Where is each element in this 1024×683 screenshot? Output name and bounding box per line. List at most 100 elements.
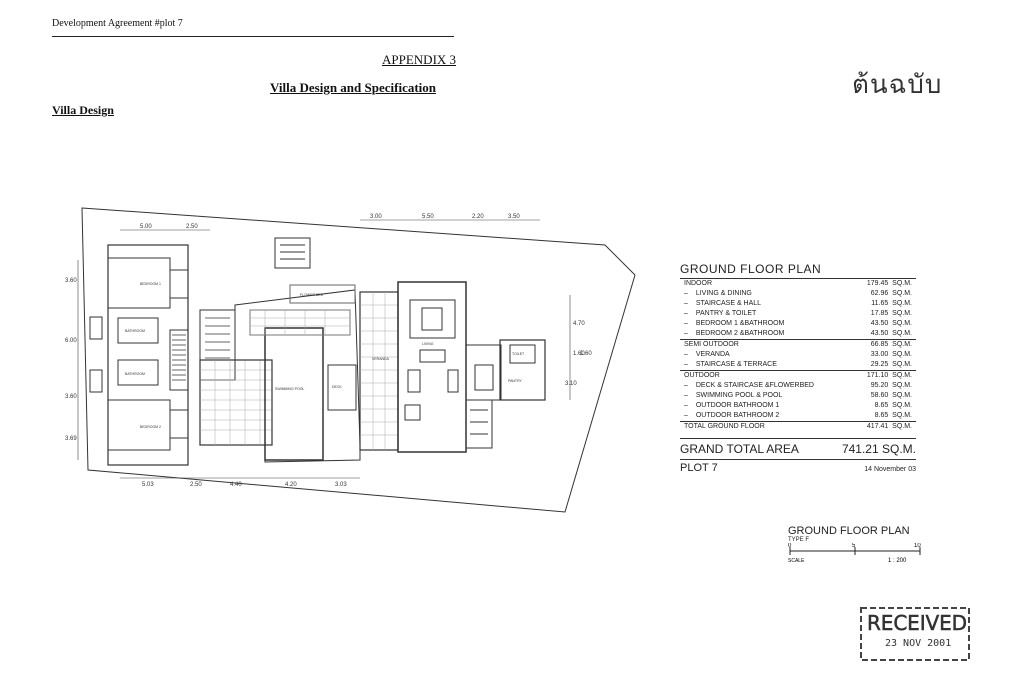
row-value: 171.10: [866, 372, 889, 379]
dim-bottom-3: 4.40: [230, 482, 242, 488]
grand-total: GRAND TOTAL AREA 741.21 SQ.M.: [680, 438, 916, 456]
dim-top-right-4: 3.50: [508, 214, 520, 220]
dim-bottom-2: 2.50: [190, 482, 202, 488]
area-item-unit: SQ.M.: [892, 300, 912, 307]
dim-left-4: 3.69: [65, 436, 77, 442]
row-value: 417.41: [866, 423, 889, 430]
label-veranda: VERANDA: [372, 357, 390, 361]
area-item-unit: SQ.M.: [892, 361, 912, 368]
area-item-value: 11.65: [871, 300, 889, 307]
dim-top-right-2: 5.50: [422, 214, 434, 220]
area-item-value: 33.00: [870, 351, 889, 358]
area-table: GROUND FLOOR PLAN INDOOR 179.45 SQ.M. – …: [680, 262, 916, 474]
dim-right-4: 3.10: [565, 381, 577, 387]
area-item-name: PANTRY & TOILET: [695, 310, 757, 317]
label-living: LIVING: [422, 342, 434, 346]
scale-ratio: 1 : 200: [888, 558, 907, 564]
row-value: 179.45: [866, 280, 889, 287]
dim-top-right-3: 2.20: [472, 214, 484, 220]
indoor-row: INDOOR 179.45 SQ.M.: [680, 278, 916, 289]
dim-right-3: 1.60: [580, 351, 592, 357]
area-item-value: 8.65: [874, 412, 889, 419]
area-item-unit: SQ.M.: [892, 320, 912, 327]
area-item-name: STAIRCASE & HALL: [695, 300, 762, 307]
area-item-name: LIVING & DINING: [695, 290, 752, 297]
label-pantry: PANTRY: [508, 379, 523, 383]
dim-right-2: 1.60: [573, 351, 585, 357]
legend-type: TYPE F: [788, 537, 810, 543]
scale-bar: 0 5 10 SCALE 1 : 200: [788, 543, 921, 564]
area-item-unit: SQ.M.: [892, 351, 912, 358]
area-item-name: DECK & STAIRCASE &FLOWERBED: [695, 382, 814, 389]
dim-bottom-1: 5.03: [142, 482, 154, 488]
dim-top-1: 5.00: [140, 224, 152, 230]
row-unit: SQ.M.: [892, 341, 912, 348]
dim-left-2: 6.00: [65, 338, 77, 344]
area-item-value: 95.20: [870, 382, 889, 389]
scale-tick-10: 10: [914, 543, 921, 549]
area-item-value: 8.65: [874, 402, 889, 409]
scale-tick-5: 5: [852, 543, 856, 549]
appendix-heading: APPENDIX 3: [382, 52, 457, 67]
area-item-value: 17.85: [870, 310, 889, 317]
header-rule: [52, 36, 454, 37]
area-item-unit: SQ.M.: [892, 290, 912, 297]
scale-tick-0: 0: [788, 543, 792, 549]
outdoor-row: OUTDOOR 171.10 SQ.M.: [680, 370, 916, 381]
area-item-value: 58.60: [870, 392, 889, 399]
stamp-word: RECEIVED: [867, 611, 967, 635]
label-bedroom-1: BEDROOM 1: [140, 282, 161, 286]
dim-bottom-4: 4.20: [285, 482, 297, 488]
total-row: TOTAL GROUND FLOOR 417.41 SQ.M.: [680, 421, 916, 432]
veranda: [359, 291, 399, 451]
main-deck: [234, 289, 361, 463]
area-item-unit: SQ.M.: [892, 310, 912, 317]
dim-bottom-5: 3.03: [335, 482, 347, 488]
plot-row: PLOT 7 14 November 03: [680, 459, 916, 474]
deck-left: [199, 359, 273, 446]
row-unit: SQ.M.: [892, 423, 912, 430]
grand-total-value: 741.21: [841, 442, 879, 456]
dim-left-3: 3.60: [65, 394, 77, 400]
legend-title: GROUND FLOOR PLAN: [788, 525, 910, 537]
stamp-date: 23 NOV 2001: [885, 638, 951, 649]
running-title: Development Agreement #plot 7: [52, 18, 183, 29]
swimming-pool: [264, 327, 324, 461]
dim-top-right-1: 3.00: [370, 214, 382, 220]
area-item-name: VERANDA: [695, 351, 730, 358]
row-label: OUTDOOR: [684, 372, 720, 379]
label-bathroom-2: BATHROOM: [125, 372, 145, 376]
area-item-name: OUTDOOR BATHROOM 1: [695, 402, 780, 409]
label-toilet: TOILET: [512, 352, 525, 356]
row-label: INDOOR: [684, 280, 712, 287]
original-stamp: ต้นฉบับ: [852, 70, 943, 100]
section-heading: Villa Design: [52, 103, 114, 117]
row-value: 66.85: [870, 341, 889, 348]
document-subtitle: Villa Design and Specification: [270, 80, 437, 95]
row-label: SEMI OUTDOOR: [684, 341, 739, 348]
dim-left-1: 3.60: [65, 278, 77, 284]
row-label: TOTAL GROUND FLOOR: [684, 423, 765, 430]
plan-legend: GROUND FLOOR PLAN TYPE F 0 5 10 SCALE 1 …: [788, 525, 928, 568]
semi-outdoor-row: SEMI OUTDOOR 66.85 SQ.M.: [680, 339, 916, 350]
site-boundary: [81, 207, 636, 513]
plan-date: 14 November 03: [864, 466, 916, 473]
area-item-name: BEDROOM 1 &BATHROOM: [695, 320, 785, 327]
label-deck: DECK: [332, 385, 342, 389]
area-item-unit: SQ.M.: [892, 392, 912, 399]
floor-plan-drawing: 5.00 2.50 3.00 5.50 2.20 3.50 5.03 2.50 …: [65, 207, 636, 513]
grand-total-unit: SQ.M.: [881, 442, 916, 456]
area-item-value: 43.50: [870, 330, 889, 337]
row-unit: SQ.M.: [892, 372, 912, 379]
